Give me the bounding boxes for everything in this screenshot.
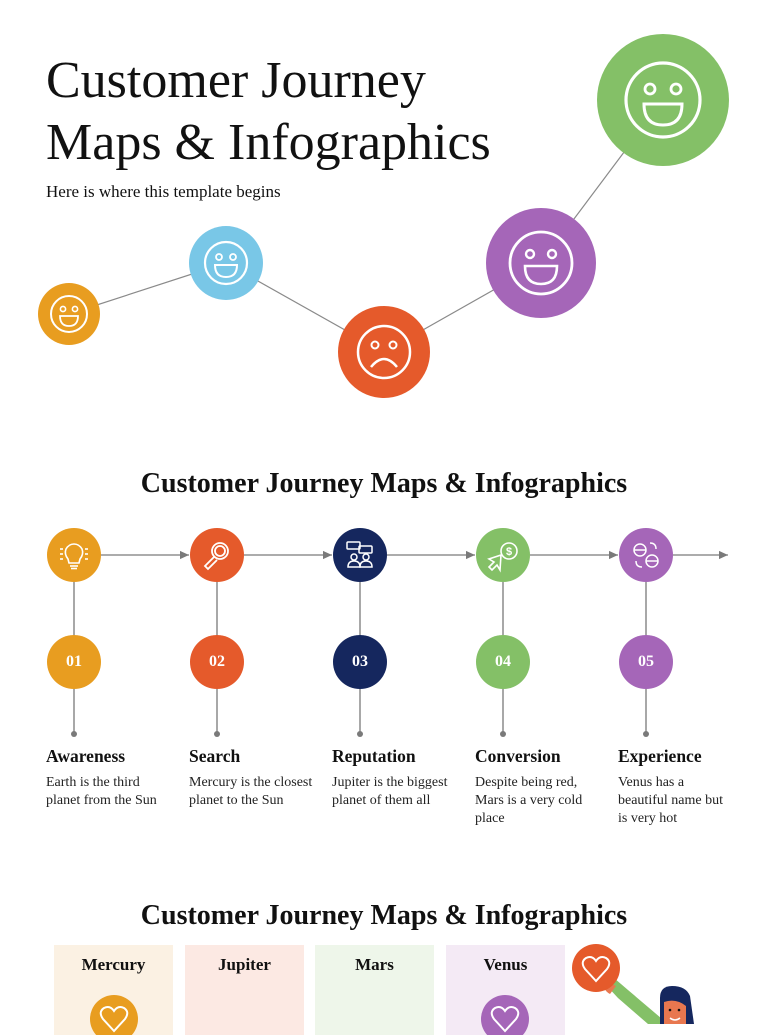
cursor-dollar-icon: $	[476, 528, 530, 582]
step-description: Mercury is the closest planet to the Sun	[189, 775, 313, 808]
step-description: Venus has a beautiful name but is very h…	[618, 775, 723, 826]
step-description: Earth is the third planet from the Sun	[46, 775, 157, 808]
timeline-dots	[71, 731, 649, 737]
step-name-experience: Experience	[618, 746, 702, 766]
hero-title: Customer Journey Maps & Infographics	[46, 50, 491, 174]
happy-face-icon	[189, 226, 263, 300]
card-mars: Mars	[315, 945, 434, 1035]
mood-path-diagram	[38, 34, 729, 398]
timeline-title: Customer Journey Maps & Infographics	[140, 468, 628, 499]
step-number-badge: 04	[476, 635, 530, 689]
step-name-conversion: Conversion	[475, 746, 561, 766]
card-title: Mars	[355, 955, 394, 974]
sad-face-icon	[338, 306, 430, 398]
cards-section-title: Customer Journey Maps & Infographics	[140, 900, 628, 931]
happy-face-icon	[486, 208, 596, 318]
lightbulb-icon	[47, 528, 101, 582]
heart-icon	[572, 944, 620, 992]
step-name-search: Search	[189, 746, 241, 766]
step-name-awareness: Awareness	[46, 746, 126, 766]
step-number-badge: 05	[619, 635, 673, 689]
card-title: Mercury	[81, 955, 146, 974]
magnifier-icon	[190, 528, 244, 582]
happy-face-icon	[38, 283, 100, 345]
svg-text:$: $	[506, 546, 512, 558]
card-venus: Venus	[446, 945, 565, 1035]
happy-face-icon	[597, 34, 729, 166]
card-title: Jupiter	[218, 955, 271, 974]
step-number-badge: 02	[190, 635, 244, 689]
hero-title-line1: Customer Journey	[46, 52, 426, 109]
step-number-badge: 03	[333, 635, 387, 689]
customer-exchange-icon	[619, 528, 673, 582]
step-description: Despite being red, Mars is a very cold p…	[475, 775, 583, 826]
step-number-badge: 01	[47, 635, 101, 689]
hero-title-line2: Maps & Infographics	[46, 114, 491, 171]
discussion-icon	[333, 528, 387, 582]
card-title: Venus	[483, 955, 528, 974]
step-description: Jupiter is the biggest planet of them al…	[332, 775, 448, 808]
hero-subtitle: Here is where this template begins	[46, 182, 281, 201]
step-name-reputation: Reputation	[332, 746, 416, 766]
card-jupiter: Jupiter	[185, 945, 304, 1035]
